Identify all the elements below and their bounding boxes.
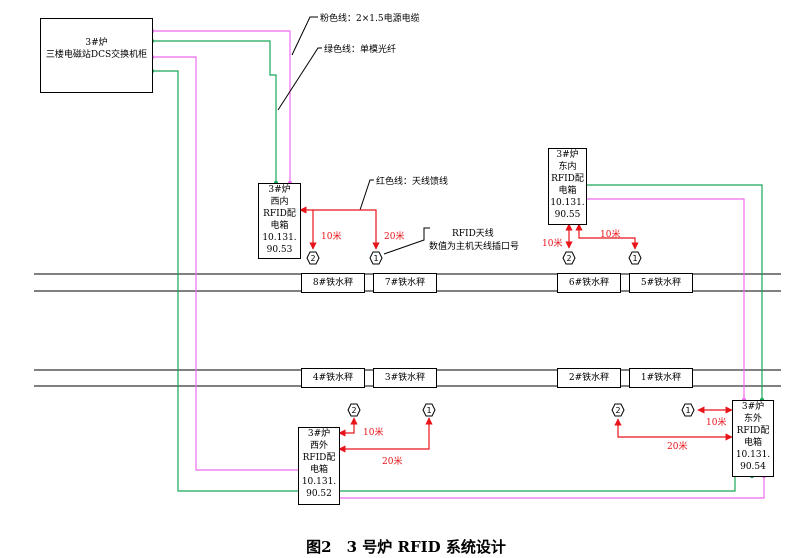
- connection-dots: [149, 28, 767, 501]
- box-line: 西内: [270, 197, 289, 207]
- dcs-cabinet: 3#炉 三楼电磁站DCS交换机柜: [40, 18, 153, 93]
- rfid-box-west-outer: 3#炉 西外 RFID配 电箱 10.131. 90.52: [298, 427, 340, 505]
- box-line: 10.131.: [735, 450, 771, 460]
- scale-3: 3#铁水秤: [373, 368, 437, 388]
- distance-label: 10米: [363, 428, 384, 438]
- power-lines: [152, 30, 765, 499]
- distance-label: 10米: [542, 239, 563, 249]
- antenna-hexagon: [611, 403, 625, 417]
- power-west-out: [152, 56, 298, 471]
- scale-4: 4#铁水秤: [301, 368, 365, 388]
- distance-label: 20米: [667, 442, 688, 452]
- feeder-wo-1: [338, 417, 433, 453]
- feeder-wi-1: [313, 209, 380, 250]
- distance-label: 20米: [382, 457, 403, 467]
- box-line: 西外: [309, 441, 328, 451]
- figure-caption: 图2 3 号炉 RFID 系统设计: [306, 538, 506, 556]
- power-east-out: [337, 476, 765, 499]
- antenna-numbers: 2 1 2 1 2 1 2 1: [310, 254, 690, 415]
- antenna-number: 2: [351, 406, 356, 415]
- legend-leaders: [277, 16, 430, 255]
- antenna-hexagon: [347, 403, 361, 417]
- box-line: 电箱: [309, 465, 328, 475]
- distance-label: 10米: [321, 232, 342, 242]
- box-line: RFID配: [302, 453, 336, 463]
- antenna-markers: [306, 251, 695, 417]
- antenna-number: 1: [632, 254, 637, 263]
- legend-green: 绿色线：单模光纤: [324, 45, 397, 55]
- feeder-ei-1: [575, 223, 639, 250]
- antenna-hexagon: [681, 403, 695, 417]
- fiber-west-out: [152, 70, 298, 492]
- feeder-eo-2: [614, 418, 733, 441]
- dcs-line2: 三楼电磁站DCS交换机柜: [45, 50, 148, 60]
- scale-6: 6#铁水秤: [557, 273, 621, 293]
- leader-red: [359, 179, 374, 211]
- fiber-east-in: [585, 184, 763, 400]
- distance-label: 10米: [600, 230, 621, 240]
- box-line: 3#炉: [307, 429, 331, 439]
- legend-pink: 粉色线：2×1.5电源电缆: [320, 14, 420, 24]
- feeder-lines: [299, 206, 733, 453]
- antenna-number: 2: [615, 406, 620, 415]
- box-line: 90.55: [554, 210, 581, 220]
- dcs-line1: 3#炉: [85, 38, 108, 48]
- box-line: 电箱: [558, 186, 577, 196]
- legend-antenna-2: 数值为主机天线插口号: [429, 242, 520, 252]
- fiber-lines: [152, 40, 763, 492]
- scale-5: 5#铁水秤: [629, 273, 693, 293]
- antenna-hexagon: [369, 251, 383, 265]
- fiber-west-in: [152, 40, 277, 183]
- box-line: RFID配: [263, 209, 296, 219]
- antenna-number: 2: [566, 254, 571, 263]
- power-west-in: [152, 30, 291, 183]
- legend-antenna-1: RFID天线: [452, 229, 494, 239]
- scale-7: 7#铁水秤: [373, 273, 437, 293]
- box-line: RFID配: [551, 174, 584, 184]
- box-line: 东内: [558, 162, 577, 172]
- leader-antenna: [383, 227, 430, 255]
- box-line: 3#炉: [741, 402, 765, 412]
- box-line: 东外: [743, 414, 762, 424]
- box-line: 90.52: [306, 489, 332, 499]
- box-line: 3#炉: [268, 185, 291, 195]
- rfid-box-east-inner: 3#炉 东内 RFID配 电箱 10.131. 90.55: [548, 148, 587, 225]
- feeder-wo-2: [338, 417, 358, 437]
- scale-2: 2#铁水秤: [557, 368, 621, 388]
- leader-pink: [291, 16, 318, 56]
- box-line: RFID配: [736, 426, 770, 436]
- legend-red: 红色线：天线馈线: [376, 177, 449, 187]
- antenna-number: 2: [310, 254, 315, 263]
- power-east-in: [585, 198, 745, 400]
- box-line: 10.131.: [550, 198, 585, 208]
- box-line: 3#炉: [556, 150, 579, 160]
- scale-8: 8#铁水秤: [301, 273, 365, 293]
- scale-1: 1#铁水秤: [629, 368, 693, 388]
- feeder-wi-2: [299, 206, 317, 250]
- box-line: 电箱: [270, 221, 289, 231]
- box-line: 电箱: [743, 438, 762, 448]
- box-line: 90.54: [740, 462, 766, 472]
- distance-label: 20米: [384, 232, 405, 242]
- fiber-east-out: [337, 475, 752, 492]
- antenna-hexagon: [422, 403, 436, 417]
- antenna-number: 1: [373, 254, 378, 263]
- box-line: 10.131.: [262, 233, 297, 243]
- rfid-box-east-outer: 3#炉 东外 RFID配 电箱 10.131. 90.54: [732, 400, 774, 477]
- leader-green: [277, 47, 322, 111]
- rfid-box-west-inner: 3#炉 西内 RFID配 电箱 10.131. 90.53: [258, 183, 301, 259]
- box-line: 10.131.: [301, 477, 337, 487]
- antenna-number: 1: [426, 406, 431, 415]
- antenna-number: 1: [685, 406, 690, 415]
- box-line: 90.53: [266, 245, 293, 255]
- antenna-hexagon: [628, 251, 642, 265]
- antenna-hexagon: [306, 251, 320, 265]
- distance-label: 10米: [706, 418, 727, 428]
- antenna-hexagon: [562, 251, 576, 265]
